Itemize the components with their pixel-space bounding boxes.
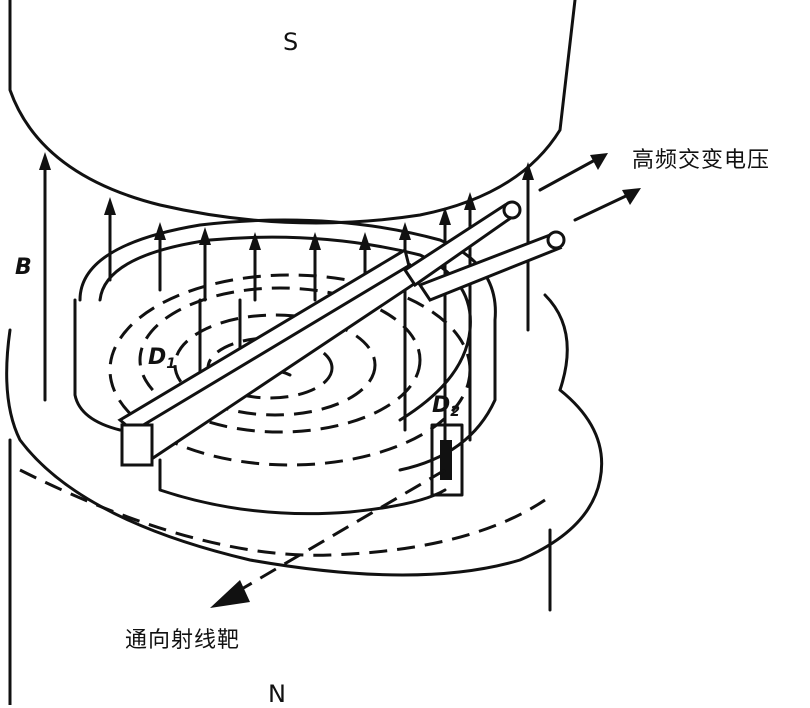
dee1-label: D1 [148,345,176,372]
to-target-label: 通向射线靶 [125,628,241,653]
dee1-subscript: 1 [166,356,177,372]
south-pole-label: S [283,28,299,56]
top-magnet-pole [8,0,577,225]
dee1-letter: D [148,345,167,370]
hf-leads [402,153,641,302]
dee2-label: D2 [432,393,460,420]
dee2-letter: D [432,393,451,418]
north-pole-label: N [268,680,286,708]
dee-gap [117,247,464,497]
bottom-magnet-pole [5,293,604,705]
output-beam [210,468,446,608]
hf-voltage-label: 高频交变电压 [632,148,771,173]
field-b-label: B [15,255,32,280]
dee2-subscript: 2 [450,404,461,420]
